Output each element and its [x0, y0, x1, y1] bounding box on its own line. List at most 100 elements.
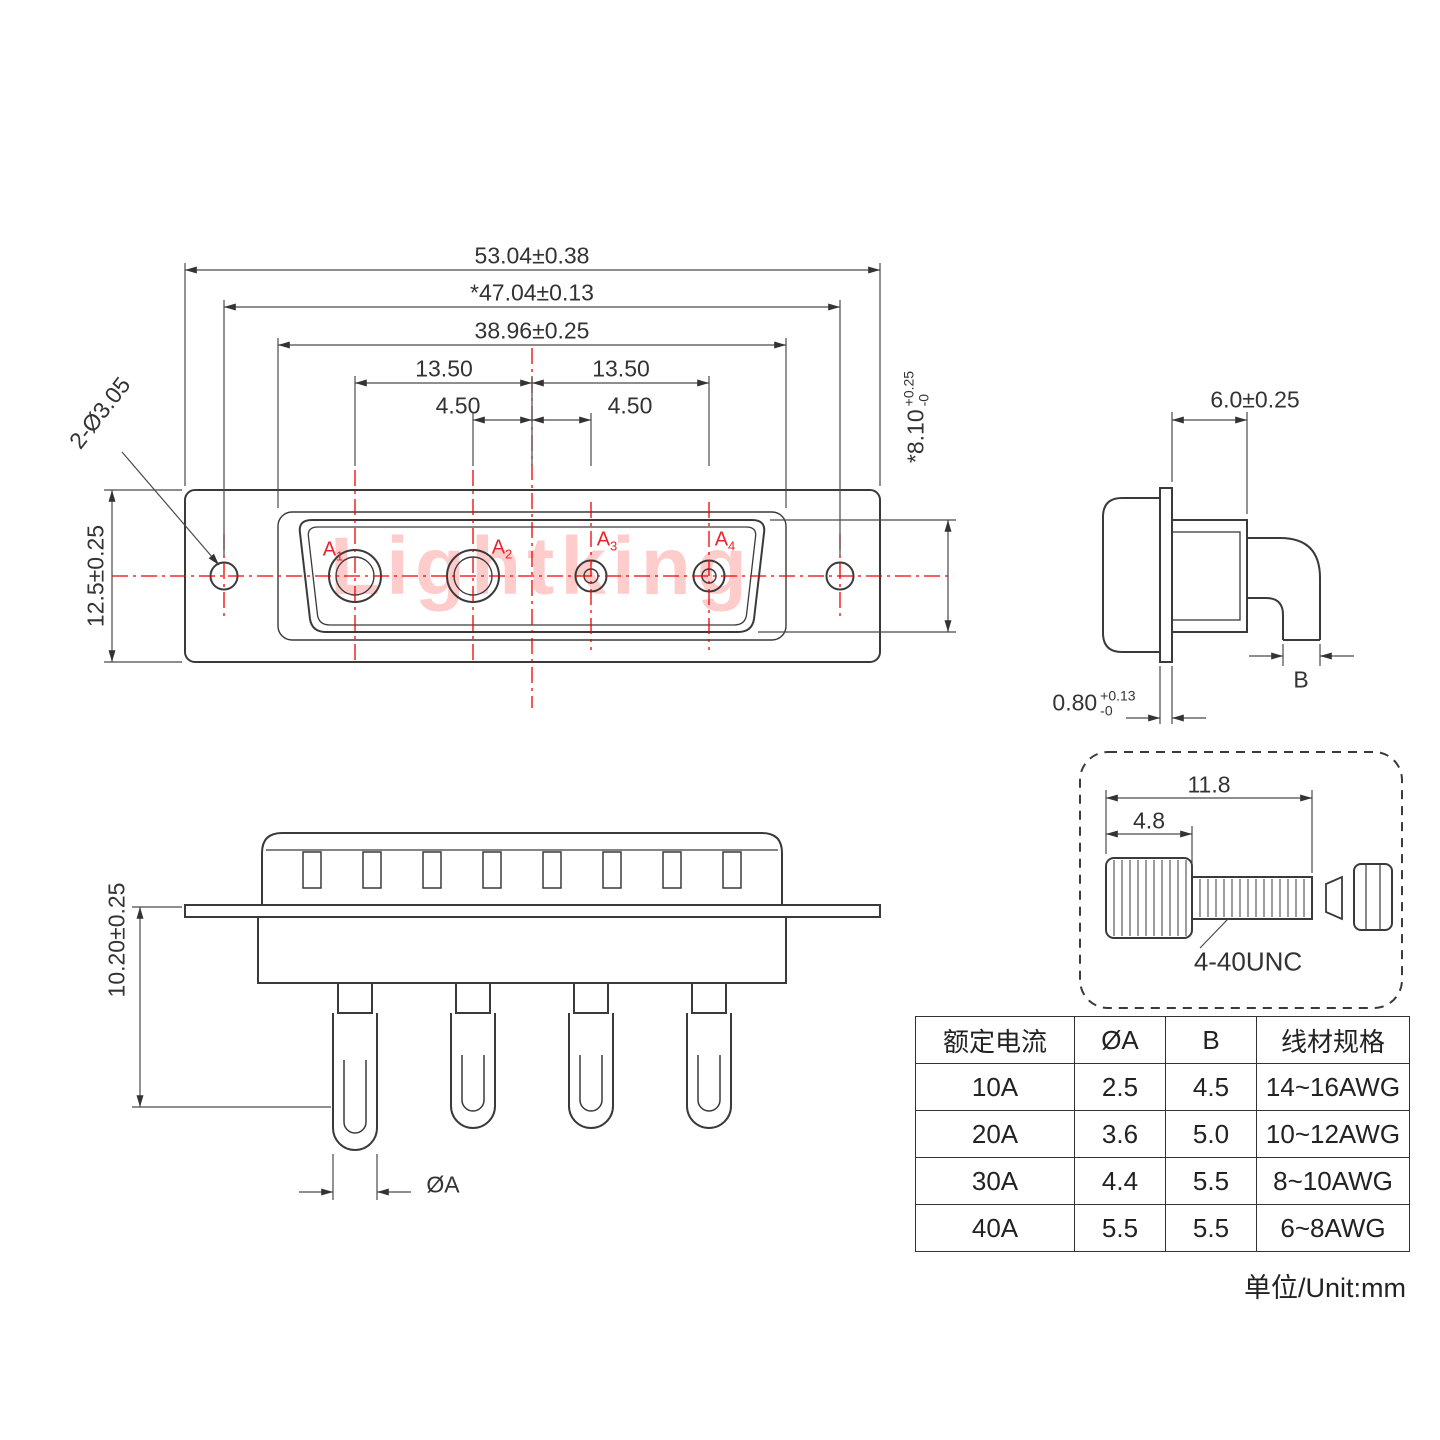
- plug-hood: [261, 832, 783, 905]
- crimp-barrel-1: [332, 1013, 378, 1151]
- table-row: 40A 5.5 5.5 6~8AWG: [915, 1204, 1410, 1252]
- header-rated-current: 额定电流: [915, 1016, 1075, 1064]
- tol-minus: -0: [1100, 702, 1113, 718]
- d-shroud-outer: [298, 519, 766, 633]
- side-hood: [1102, 497, 1161, 653]
- table-row: 30A 4.4 5.5 8~10AWG: [915, 1157, 1410, 1205]
- plug-slot: [302, 851, 322, 889]
- pin-base: A: [714, 528, 729, 551]
- crimp-ferrule-4: [691, 982, 727, 1014]
- side-view: [1102, 487, 1321, 663]
- pin-base: A: [491, 536, 506, 559]
- side-flange-plate: [1159, 487, 1173, 663]
- crimp-barrel-1-bore: [343, 1060, 367, 1134]
- header-b: B: [1165, 1016, 1257, 1064]
- dim-pin-diameter: ØA: [426, 1171, 460, 1198]
- cell: 5.5: [1165, 1157, 1257, 1205]
- table-header-row: 额定电流 ØA B 线材规格: [915, 1016, 1410, 1064]
- side-shroud: [1171, 519, 1248, 633]
- dim-pitch-a2-center: 4.50: [435, 392, 481, 419]
- cell: 8~10AWG: [1256, 1157, 1410, 1205]
- cell: 4.5: [1165, 1063, 1257, 1111]
- dim-flange-thickness: 0.80 +0.13 -0: [1052, 688, 1135, 717]
- dim-shell-height-value: *8.10: [902, 409, 929, 464]
- pin-label-a2: A2: [492, 537, 513, 562]
- spec-table: 额定电流 ØA B 线材规格 10A 2.5 4.5 14~16AWG 20A …: [915, 1016, 1410, 1252]
- crimp-barrel-4: [686, 1013, 732, 1129]
- pin-base: A: [596, 528, 611, 551]
- crimp-barrel-4-bore: [697, 1055, 721, 1112]
- plug-slot: [542, 851, 562, 889]
- d-shroud-inner: [307, 526, 757, 626]
- crimp-ferrule-2: [455, 982, 491, 1014]
- cell: 2.5: [1074, 1063, 1166, 1111]
- watermark: Lightking: [330, 521, 753, 612]
- plug-slot: [722, 851, 742, 889]
- pin-label-a3: A3: [597, 529, 618, 554]
- screw-detail-dimensions: [1105, 790, 1313, 949]
- pin-sub: 1: [336, 548, 344, 564]
- crimp-barrel-2: [450, 1013, 496, 1129]
- side-tail-inner: [1247, 597, 1284, 640]
- dim-shell-height-tolerance: +0.25 -0: [900, 370, 931, 407]
- header-wire-gauge: 线材规格: [1256, 1016, 1410, 1064]
- pin-label-a1: A1: [323, 539, 344, 564]
- cell: 30A: [915, 1157, 1075, 1205]
- crimp-barrel-3-bore: [579, 1055, 603, 1112]
- cell: 3.6: [1074, 1110, 1166, 1158]
- pin-sub: 4: [728, 538, 736, 554]
- table-row: 10A 2.5 4.5 14~16AWG: [915, 1063, 1410, 1111]
- dim-plug-height: 10.20±0.25: [103, 882, 130, 998]
- dim-pitch-a1-center: 13.50: [415, 355, 473, 382]
- screw-wedge-part: [1325, 875, 1343, 921]
- crimp-barrel-2-bore: [461, 1055, 485, 1112]
- dim-overall-width: 53.04±0.38: [474, 242, 590, 269]
- screw-thread-lines: [1199, 879, 1305, 917]
- cell: 5.5: [1165, 1204, 1257, 1252]
- leader-thread: [1199, 918, 1229, 949]
- screw-detail: [1079, 751, 1403, 1009]
- cell: 14~16AWG: [1256, 1063, 1410, 1111]
- crimp-ferrule-3: [573, 982, 609, 1014]
- plug-slot: [482, 851, 502, 889]
- dim-flange-width: 38.96±0.25: [474, 317, 590, 344]
- screw-head-knurl: [1113, 860, 1187, 936]
- dim-shell-height: *8.10 +0.25 -0: [900, 370, 931, 464]
- mounting-hole-right: [825, 561, 855, 591]
- cell: 20A: [915, 1110, 1075, 1158]
- plug-flange-plate: [184, 904, 881, 918]
- table-row: 20A 3.6 5.0 10~12AWG: [915, 1110, 1410, 1158]
- plug-view-dimensions: [132, 906, 411, 1200]
- cell: 10~12AWG: [1256, 1110, 1410, 1158]
- plug-slot: [362, 851, 382, 889]
- tol-minus: -0: [915, 393, 931, 407]
- screw-shaft: [1191, 876, 1313, 920]
- plug-insulator-body: [257, 916, 787, 984]
- tol-plus: +0.25: [900, 370, 917, 407]
- side-tail-outer: [1247, 537, 1321, 640]
- units-label: 单位/Unit:mm: [1244, 1273, 1406, 1303]
- cell: 6~8AWG: [1256, 1204, 1410, 1252]
- cell: 5.0: [1165, 1110, 1257, 1158]
- dim-screw-head-length: 4.8: [1133, 807, 1165, 834]
- screw-detail-box: [1079, 751, 1403, 1009]
- side-view-dimensions: [1126, 412, 1354, 724]
- dim-pitch-center-a3: 4.50: [607, 392, 653, 419]
- cell: 5.5: [1074, 1204, 1166, 1252]
- front-view-dimensions: [104, 263, 956, 663]
- crimp-barrel-3: [568, 1013, 614, 1129]
- dim-flange-thickness-tolerance: +0.13 -0: [1100, 688, 1135, 717]
- pin-base: A: [322, 538, 337, 561]
- centerlines: [112, 348, 952, 708]
- header-dia-a: ØA: [1074, 1016, 1166, 1064]
- dim-screw-total-length: 11.8: [1187, 771, 1231, 798]
- cell: 40A: [915, 1204, 1075, 1252]
- pin-label-a4: A4: [715, 529, 736, 554]
- dim-body-height: 12.5±0.25: [82, 524, 109, 628]
- thread-spec-label: 4-40UNC: [1193, 946, 1303, 977]
- cell: 10A: [915, 1063, 1075, 1111]
- pin-sub: 3: [610, 538, 618, 554]
- dim-mating-depth: 6.0±0.25: [1210, 386, 1300, 413]
